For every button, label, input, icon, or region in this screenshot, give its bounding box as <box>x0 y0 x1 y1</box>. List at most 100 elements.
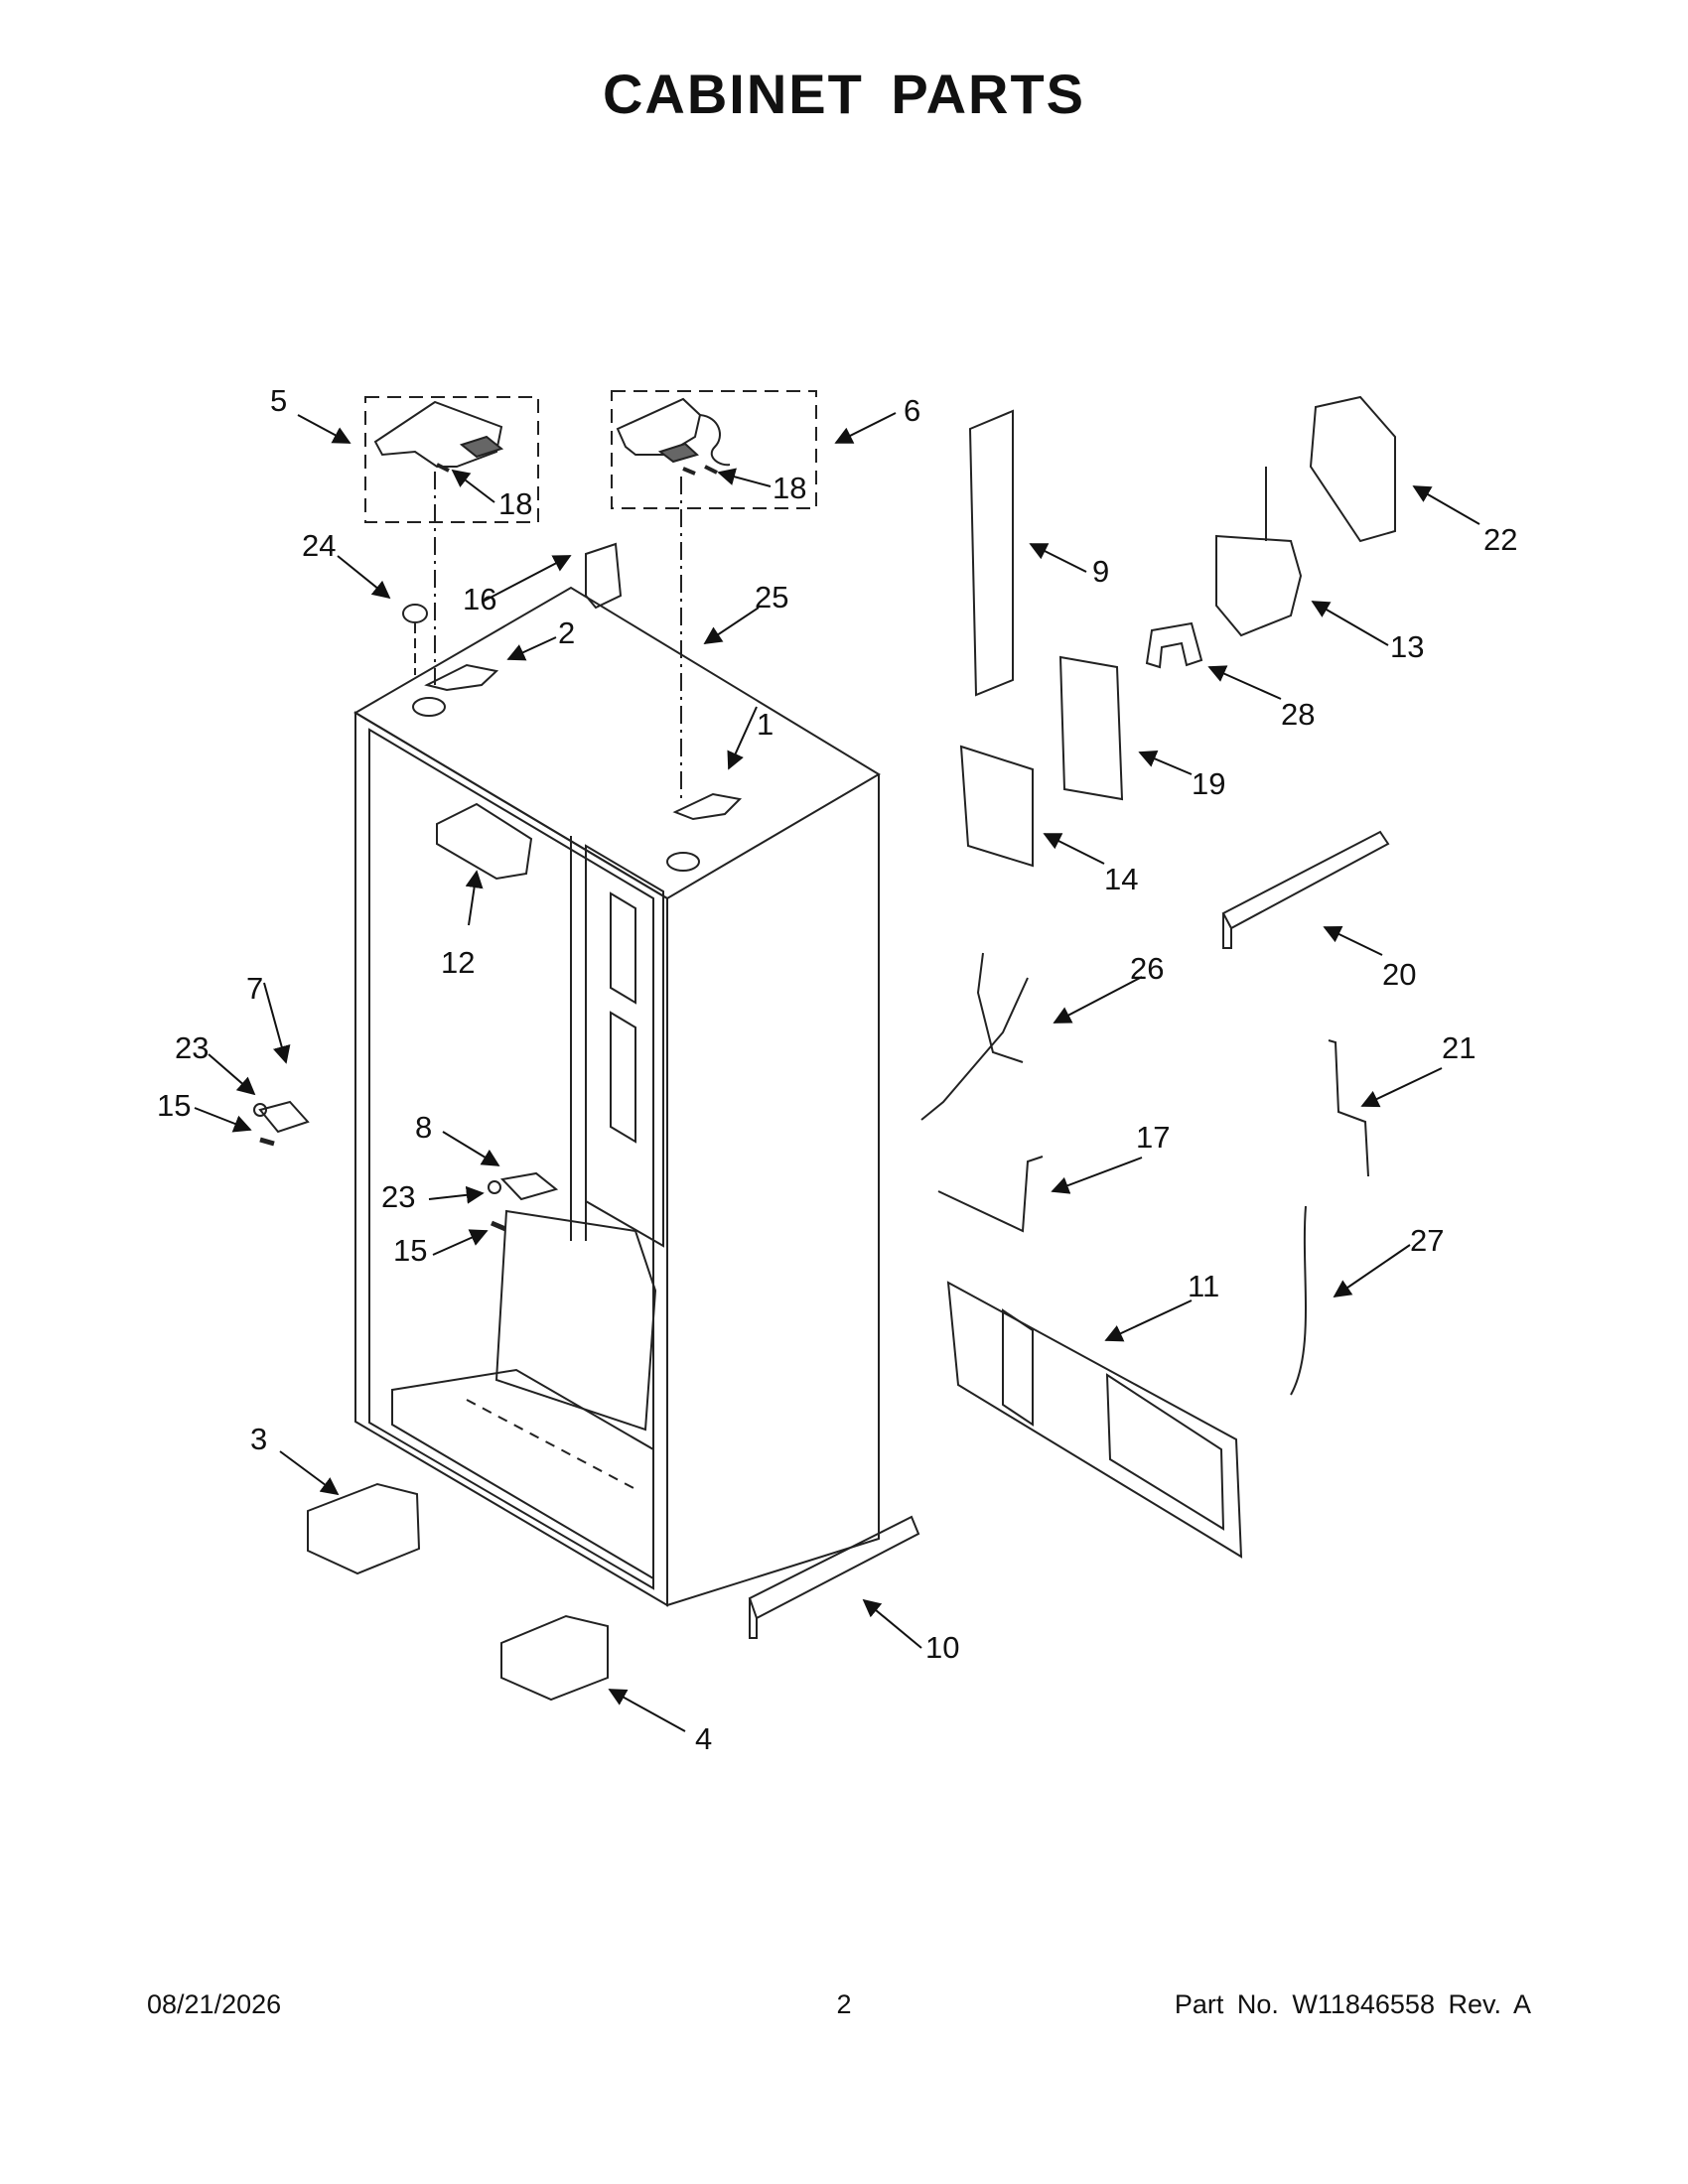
callout-11: 11 <box>1188 1269 1219 1303</box>
part-14-cover-plate <box>959 745 1034 868</box>
callout-20: 20 <box>1382 957 1416 992</box>
callout-19: 19 <box>1192 766 1225 801</box>
callout-12: 12 <box>441 945 475 980</box>
part-8-center-hinge <box>499 1171 559 1201</box>
part-20-trim-strip <box>1221 830 1390 930</box>
part-6-label-pad <box>657 442 699 464</box>
callout-17: 17 <box>1136 1120 1170 1155</box>
callout-leader-line <box>432 1229 489 1256</box>
callout-7: 7 <box>246 971 263 1006</box>
part-9-vertical-strip <box>968 409 1014 697</box>
callout-3: 3 <box>250 1422 267 1456</box>
part-23-nut-b <box>488 1180 501 1194</box>
callout-10: 10 <box>925 1630 959 1665</box>
page-title: CABINET PARTS <box>602 63 1086 125</box>
cabinet-front-frame <box>354 711 668 1607</box>
liner-slot-upper <box>610 891 636 1005</box>
part-6-wire <box>699 414 731 467</box>
callout-23-right: 23 <box>381 1179 415 1214</box>
callout-25: 25 <box>755 580 788 614</box>
callout-leader-line <box>465 870 484 926</box>
callout-leader-line <box>208 1053 256 1096</box>
callout-leader-line <box>1053 976 1143 1024</box>
part-1-top-hinge <box>672 792 743 821</box>
part-5-hinge-cover <box>373 400 503 468</box>
part-5-label-pad <box>459 435 504 459</box>
part-19-control-board <box>1058 655 1124 801</box>
callout-15-left: 15 <box>157 1088 191 1123</box>
callout-23-left: 23 <box>175 1030 209 1065</box>
callout-22: 22 <box>1483 522 1517 557</box>
bottom-floor <box>391 1368 654 1580</box>
callout-8: 8 <box>415 1110 432 1145</box>
part-12-air-duct <box>436 802 533 881</box>
callout-4: 4 <box>695 1721 712 1756</box>
callout-9: 9 <box>1092 554 1109 589</box>
callout-leader-line <box>1051 1157 1143 1194</box>
part-15-screw-b <box>491 1220 506 1232</box>
callout-leader-line <box>1043 833 1105 865</box>
callout-leader-line <box>1323 925 1383 956</box>
callout-6: 6 <box>904 393 920 428</box>
callout-leader-line <box>506 636 557 661</box>
part-13-water-valve <box>1215 534 1303 637</box>
fresh-food-liner <box>585 844 664 1248</box>
cabinet-right-side <box>666 774 880 1607</box>
callout-14: 14 <box>1104 862 1138 896</box>
callout-5: 5 <box>270 383 287 418</box>
callout-leader-line <box>1207 665 1282 700</box>
hinge-hole-left <box>412 697 446 717</box>
part-3-bottom-hinge <box>307 1482 421 1575</box>
part-23-nut-a <box>253 1103 267 1117</box>
callout-leader-line <box>442 1131 500 1166</box>
callout-24: 24 <box>302 528 336 563</box>
callout-18-left: 18 <box>498 486 532 521</box>
callout-leader-line <box>717 468 772 487</box>
part-4-bottom-hinge <box>500 1614 609 1702</box>
part-18-screw-a <box>436 463 450 473</box>
part-28-clip <box>1145 621 1203 669</box>
group-box-5 <box>364 396 539 523</box>
callout-leader-line <box>727 706 758 770</box>
callout-1: 1 <box>757 707 774 742</box>
callout-leader-line <box>451 469 495 503</box>
footer-part-number: Part No. W11846558 Rev. A <box>1174 1989 1531 2019</box>
cabinet-mullion <box>570 836 587 1241</box>
callout-13: 13 <box>1390 629 1424 664</box>
part-15-screw-a <box>259 1137 275 1147</box>
part-16-cover <box>585 542 623 610</box>
callout-leader-line <box>1412 485 1480 525</box>
crisper-area <box>494 1209 657 1432</box>
part-21-wire <box>1328 1039 1369 1177</box>
callout-leader-line <box>1104 1299 1193 1342</box>
callout-leader-line <box>194 1107 252 1133</box>
part-17-tube <box>937 1156 1044 1233</box>
part-11-back-panel <box>946 1281 1243 1559</box>
callout-leader-line <box>834 412 897 444</box>
callout-27: 27 <box>1410 1223 1444 1258</box>
callout-leader-line <box>1311 601 1389 646</box>
callout-leader-line <box>279 1450 340 1496</box>
callout-leader-line <box>608 1689 686 1732</box>
part-26-wire <box>976 952 1024 1063</box>
callout-leader-line <box>862 1598 922 1649</box>
footer-date: 08/21/2026 <box>147 1989 282 2019</box>
part-18-screw-b <box>682 465 718 476</box>
callout-leader-line <box>337 555 391 600</box>
part-10-kick-strip <box>748 1515 920 1620</box>
floor-groove <box>466 1399 636 1490</box>
callout-leader-line <box>1333 1244 1411 1298</box>
callout-leader-line <box>263 982 291 1064</box>
callout-16: 16 <box>463 582 496 616</box>
footer-page-number: 2 <box>836 1989 852 2019</box>
callout-26: 26 <box>1130 951 1164 986</box>
part-7-center-hinge <box>258 1100 310 1134</box>
hinge-hole-right <box>666 852 700 872</box>
callout-18-right: 18 <box>773 471 806 505</box>
callout-leader-line <box>482 555 572 603</box>
part-10-strip-face <box>749 1598 758 1639</box>
part-24-plug <box>402 604 428 623</box>
part-26-drain-tube <box>920 977 1029 1121</box>
callout-28: 28 <box>1281 697 1315 732</box>
